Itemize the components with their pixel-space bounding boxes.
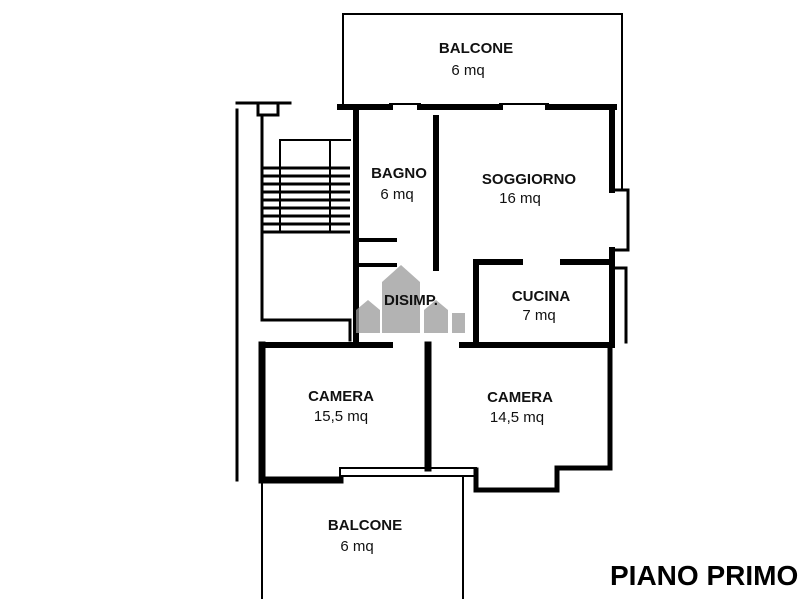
walls — [235, 13, 630, 599]
room-area-balcone-bottom: 6 mq — [340, 538, 373, 555]
room-name-camera-right: CAMERA — [487, 389, 553, 406]
room-area-soggiorno: 16 mq — [499, 190, 541, 207]
room-area-cucina: 7 mq — [522, 307, 555, 324]
room-area-camera-right: 14,5 mq — [490, 409, 544, 426]
watermark-logo — [356, 265, 465, 333]
stair-steps — [262, 166, 350, 234]
room-area-bagno: 6 mq — [380, 186, 413, 203]
room-area-balcone-top: 6 mq — [451, 62, 484, 79]
room-name-balcone-top: BALCONE — [439, 40, 513, 57]
room-name-camera-left: CAMERA — [308, 388, 374, 405]
plan-title: PIANO PRIMO — [610, 560, 798, 591]
room-name-balcone-bottom: BALCONE — [328, 517, 402, 534]
room-name-soggiorno: SOGGIORNO — [482, 171, 577, 188]
room-area-camera-left: 15,5 mq — [314, 408, 368, 425]
room-name-cucina: CUCINA — [512, 288, 570, 305]
room-name-bagno: BAGNO — [371, 165, 427, 182]
room-name-disimpegno: DISIMP. — [384, 292, 438, 309]
